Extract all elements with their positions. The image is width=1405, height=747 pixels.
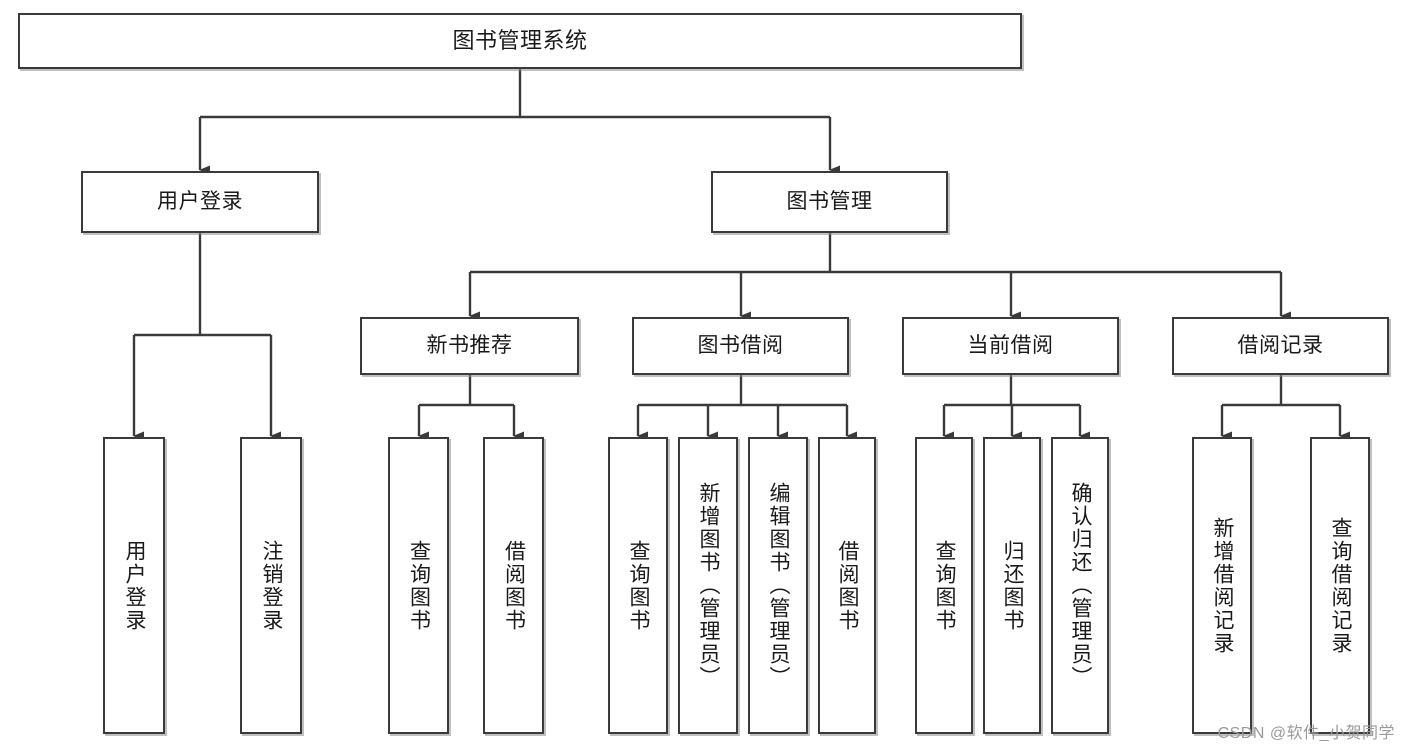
node-borrow-record[interactable]: 借阅记录 bbox=[1172, 317, 1389, 375]
node-label-root: 图书管理系统 bbox=[452, 28, 588, 54]
node-label-leaf-borrow-book-1: 借阅图书 bbox=[502, 539, 526, 632]
node-label-leaf-confirm-return: 确认归还（管理员） bbox=[1069, 482, 1093, 689]
node-label-leaf-add-borrow-record: 新增借阅记录 bbox=[1211, 516, 1235, 655]
node-leaf-add-book[interactable]: 新增图书（管理员） bbox=[678, 437, 738, 734]
node-label-leaf-query-book-3: 查询图书 bbox=[933, 539, 957, 632]
node-label-leaf-query-book-1: 查询图书 bbox=[407, 539, 431, 632]
node-book-manage[interactable]: 图书管理 bbox=[711, 171, 948, 233]
connector-group bbox=[132, 69, 1350, 441]
node-leaf-confirm-return[interactable]: 确认归还（管理员） bbox=[1051, 437, 1109, 734]
node-leaf-query-book-2[interactable]: 查询图书 bbox=[608, 437, 668, 734]
node-label-leaf-user-logout: 注销登录 bbox=[260, 539, 284, 632]
node-leaf-return-book[interactable]: 归还图书 bbox=[983, 437, 1041, 734]
node-leaf-borrow-book-1[interactable]: 借阅图书 bbox=[483, 437, 544, 734]
node-label-current-borrow: 当前借阅 bbox=[967, 333, 1054, 357]
node-label-leaf-borrow-book-2: 借阅图书 bbox=[836, 539, 860, 632]
node-book-borrow[interactable]: 图书借阅 bbox=[632, 317, 849, 375]
node-root[interactable]: 图书管理系统 bbox=[18, 13, 1022, 69]
node-leaf-edit-book[interactable]: 编辑图书（管理员） bbox=[748, 437, 808, 734]
node-label-leaf-user-login: 用户登录 bbox=[123, 539, 147, 632]
node-leaf-query-book-3[interactable]: 查询图书 bbox=[915, 437, 973, 734]
node-label-leaf-query-borrow-record: 查询借阅记录 bbox=[1329, 516, 1353, 655]
node-leaf-query-borrow-record[interactable]: 查询借阅记录 bbox=[1310, 437, 1370, 734]
node-label-leaf-return-book: 归还图书 bbox=[1001, 539, 1025, 632]
node-label-user-login: 用户登录 bbox=[157, 189, 243, 213]
node-label-borrow-record: 借阅记录 bbox=[1237, 333, 1324, 357]
node-current-borrow[interactable]: 当前借阅 bbox=[902, 317, 1119, 375]
node-leaf-user-logout[interactable]: 注销登录 bbox=[240, 437, 302, 734]
node-leaf-query-book-1[interactable]: 查询图书 bbox=[388, 437, 449, 734]
node-label-book-manage: 图书管理 bbox=[786, 189, 873, 213]
node-leaf-borrow-book-2[interactable]: 借阅图书 bbox=[818, 437, 876, 734]
node-label-new-book-recommend: 新书推荐 bbox=[426, 333, 513, 357]
node-label-leaf-edit-book: 编辑图书（管理员） bbox=[767, 482, 791, 689]
node-label-leaf-add-book: 新增图书（管理员） bbox=[697, 482, 721, 689]
node-user-login[interactable]: 用户登录 bbox=[81, 171, 319, 233]
node-label-book-borrow: 图书借阅 bbox=[697, 333, 784, 357]
node-new-book-recommend[interactable]: 新书推荐 bbox=[360, 317, 579, 375]
node-leaf-user-login[interactable]: 用户登录 bbox=[103, 437, 165, 734]
node-leaf-add-borrow-record[interactable]: 新增借阅记录 bbox=[1192, 437, 1252, 734]
node-label-leaf-query-book-2: 查询图书 bbox=[627, 539, 651, 632]
